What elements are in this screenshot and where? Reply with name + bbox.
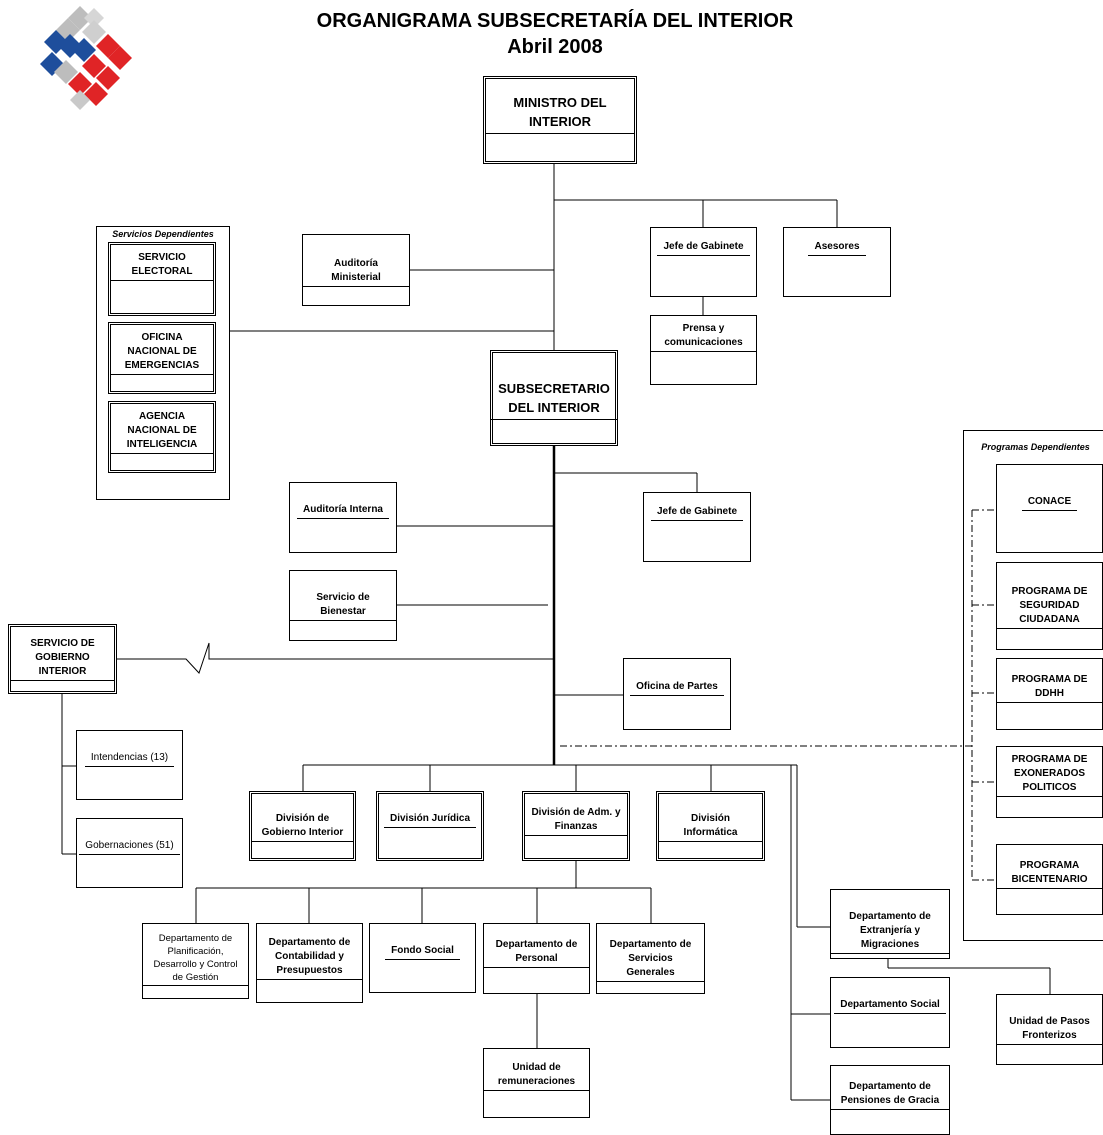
chile-government-logo-icon: [40, 6, 132, 110]
node-auditoria-ministerial[interactable]: Auditoría Ministerial: [302, 234, 410, 306]
node-div-adm-finanzas[interactable]: División de Adm. y Finanzas: [522, 791, 630, 861]
node-dep-pensiones[interactable]: Departamento de Pensiones de Gracia: [830, 1065, 950, 1135]
node-dep-planificacion-label: Departamento de Planificación, Desarroll…: [143, 932, 248, 986]
node-onemi[interactable]: OFICINA NACIONAL DE EMERGENCIAS: [108, 322, 216, 394]
node-auditoria-interna[interactable]: Auditoría Interna: [289, 482, 397, 553]
node-dep-personal-label: Departamento de Personal: [484, 938, 589, 968]
node-prog-seguridad-label: PROGRAMA DE SEGURIDAD CIUDADANA: [997, 585, 1102, 629]
node-ministro[interactable]: MINISTRO DEL INTERIOR: [483, 76, 637, 164]
node-conace[interactable]: CONACE: [996, 464, 1103, 553]
node-dep-servicios-generales-label: Departamento de Servicios Generales: [597, 938, 704, 982]
servicios-dependientes-container: [96, 226, 230, 500]
node-oficina-partes[interactable]: Oficina de Partes: [623, 658, 731, 730]
node-fondo-social[interactable]: Fondo Social: [369, 923, 476, 993]
node-div-adm-finanzas-label: División de Adm. y Finanzas: [525, 806, 627, 836]
node-subsecretario-label: SUBSECRETARIO DEL INTERIOR: [490, 379, 618, 420]
node-dep-personal[interactable]: Departamento de Personal: [483, 923, 590, 994]
chart-title: ORGANIGRAMA SUBSECRETARÍA DEL INTERIOR: [316, 10, 794, 32]
node-dep-servicios-generales[interactable]: Departamento de Servicios Generales: [596, 923, 705, 994]
node-prog-ddhh-label: PROGRAMA DE DDHH: [997, 673, 1102, 703]
node-unidad-pasos[interactable]: Unidad de Pasos Fronterizos: [996, 994, 1103, 1065]
node-div-informatica[interactable]: División Informática: [656, 791, 765, 861]
node-dep-contabilidad[interactable]: Departamento de Contabilidad y Presupues…: [256, 923, 363, 1003]
node-dep-pensiones-label: Departamento de Pensiones de Gracia: [831, 1080, 949, 1110]
node-conace-label: CONACE: [1021, 495, 1078, 511]
node-asesores[interactable]: Asesores: [783, 227, 891, 297]
node-gobierno-interior-label: SERVICIO DE GOBIERNO INTERIOR: [11, 637, 114, 681]
node-div-gobierno-interior[interactable]: División de Gobierno Interior: [249, 791, 356, 861]
node-jefe-gabinete-1[interactable]: Jefe de Gabinete: [650, 227, 757, 297]
node-onemi-label: OFICINA NACIONAL DE EMERGENCIAS: [111, 331, 213, 375]
node-dep-extranjeria[interactable]: Departamento de Extranjería y Migracione…: [830, 889, 950, 959]
node-ani[interactable]: AGENCIA NACIONAL DE INTELIGENCIA: [108, 401, 216, 473]
node-dep-contabilidad-label: Departamento de Contabilidad y Presupues…: [257, 936, 362, 980]
node-gobierno-interior[interactable]: SERVICIO DE GOBIERNO INTERIOR: [8, 624, 117, 694]
node-gobernaciones[interactable]: Gobernaciones (51): [76, 818, 183, 888]
node-intendencias-label: Intendencias (13): [84, 751, 175, 767]
node-subsecretario[interactable]: SUBSECRETARIO DEL INTERIOR: [490, 350, 618, 446]
node-dep-extranjeria-label: Departamento de Extranjería y Migracione…: [831, 910, 949, 954]
node-prog-exonerados-label: PROGRAMA DE EXONERADOS POLITICOS: [997, 753, 1102, 797]
node-auditoria-ministerial-label: Auditoría Ministerial: [303, 257, 409, 287]
node-ministro-label: MINISTRO DEL INTERIOR: [486, 93, 634, 134]
node-gobernaciones-label: Gobernaciones (51): [79, 839, 180, 855]
node-prog-exonerados[interactable]: PROGRAMA DE EXONERADOS POLITICOS: [996, 746, 1103, 818]
node-intendencias[interactable]: Intendencias (13): [76, 730, 183, 800]
node-jefe-gabinete-2[interactable]: Jefe de Gabinete: [643, 492, 751, 562]
node-servicio-electoral[interactable]: SERVICIO ELECTORAL: [108, 242, 216, 316]
node-oficina-partes-label: Oficina de Partes: [630, 680, 724, 696]
chart-subtitle: Abril 2008: [507, 36, 603, 58]
programas-dependientes-title: Programas Dependientes: [981, 442, 1090, 452]
node-jefe-gabinete-1-label: Jefe de Gabinete: [657, 240, 750, 256]
node-ani-label: AGENCIA NACIONAL DE INTELIGENCIA: [111, 410, 213, 454]
node-bienestar-label: Servicio de Bienestar: [290, 591, 396, 621]
node-div-informatica-label: División Informática: [659, 812, 762, 842]
node-jefe-gabinete-2-label: Jefe de Gabinete: [650, 505, 744, 521]
node-unidad-pasos-label: Unidad de Pasos Fronterizos: [997, 1015, 1102, 1045]
node-unidad-remuneraciones-label: Unidad de remuneraciones: [484, 1061, 589, 1091]
node-auditoria-interna-label: Auditoría Interna: [296, 503, 389, 519]
servicios-dependientes-title: Servicios Dependientes: [112, 229, 214, 239]
node-div-juridica[interactable]: División Jurídica: [376, 791, 484, 861]
node-prog-ddhh[interactable]: PROGRAMA DE DDHH: [996, 658, 1103, 730]
node-prog-bicentenario[interactable]: PROGRAMA BICENTENARIO: [996, 844, 1103, 915]
node-prog-bicentenario-label: PROGRAMA BICENTENARIO: [997, 859, 1102, 889]
programas-dependientes-container: [963, 430, 1103, 941]
node-div-juridica-label: División Jurídica: [383, 812, 477, 828]
node-prensa[interactable]: Prensa y comunicaciones: [650, 315, 757, 385]
node-dep-social[interactable]: Departamento Social: [830, 977, 950, 1048]
node-prensa-label: Prensa y comunicaciones: [651, 322, 756, 352]
node-servicio-electoral-label: SERVICIO ELECTORAL: [111, 251, 213, 281]
node-div-gobierno-interior-label: División de Gobierno Interior: [252, 812, 353, 842]
node-bienestar[interactable]: Servicio de Bienestar: [289, 570, 397, 641]
node-unidad-remuneraciones[interactable]: Unidad de remuneraciones: [483, 1048, 590, 1118]
node-dep-social-label: Departamento Social: [834, 998, 946, 1014]
node-fondo-social-label: Fondo Social: [385, 944, 460, 960]
node-asesores-label: Asesores: [808, 240, 866, 256]
node-dep-planificacion[interactable]: Departamento de Planificación, Desarroll…: [142, 923, 249, 999]
node-prog-seguridad[interactable]: PROGRAMA DE SEGURIDAD CIUDADANA: [996, 562, 1103, 650]
